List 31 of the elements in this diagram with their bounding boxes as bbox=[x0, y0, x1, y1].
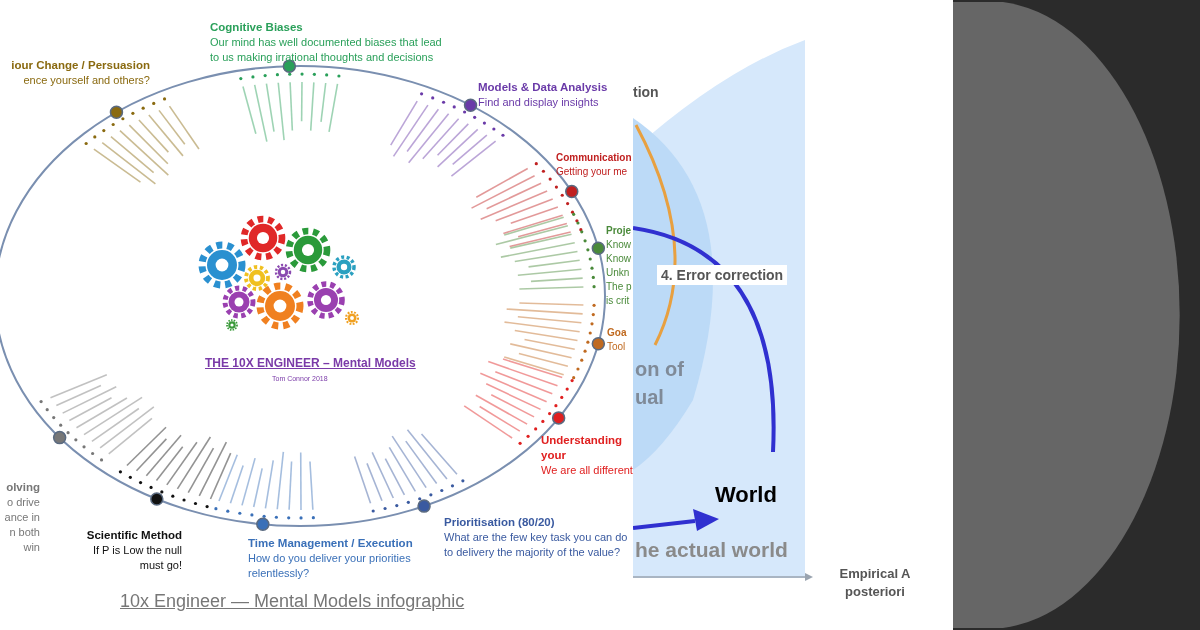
topic-heading: Models & Data Analysis bbox=[478, 80, 609, 95]
topic-description: ence yourself and others? bbox=[22, 73, 150, 88]
topic-description: How do you deliver your priorities relentlessly? bbox=[248, 551, 412, 581]
topic-description: Find and display insights bbox=[478, 95, 600, 110]
topic-description: o drive ance in n both win bbox=[3, 495, 40, 555]
topic-heading: Understanding your bbox=[541, 433, 624, 463]
topic-description: Know Know Unkn The p is crit bbox=[606, 238, 633, 308]
topic-heading: Communication bbox=[556, 151, 633, 165]
topic-heading: Cognitive Biases bbox=[210, 20, 304, 35]
text-label: 4. Error correction bbox=[657, 265, 788, 285]
topic-heading: Time Management / Execution bbox=[248, 536, 414, 551]
faded-text: ual bbox=[635, 386, 664, 409]
topic-heading: olving bbox=[5, 480, 40, 495]
region-label: World bbox=[715, 482, 777, 508]
heading-text: tion bbox=[633, 84, 659, 100]
topic-description: Tool bbox=[607, 340, 627, 354]
topic-heading: Goa bbox=[607, 326, 628, 340]
topic-description: If P is Low the null must go! bbox=[91, 543, 182, 573]
topic-description: What are the few key task you can do to delivery the majority of the value? bbox=[444, 530, 629, 560]
axis-label: Empirical A posteriori bbox=[838, 565, 912, 601]
infographic-title: THE 10X ENGINEER – Mental Models bbox=[205, 356, 416, 370]
topic-description: We are all different bbox=[541, 463, 633, 478]
topic-heading: Scientific Method bbox=[85, 528, 182, 543]
faded-text: he actual world bbox=[635, 538, 788, 562]
topic-description: Our mind has well documented biases that lead to us making irrational thoughts and decisions bbox=[210, 35, 443, 65]
faded-text: on of bbox=[635, 358, 684, 381]
topic-heading: Proje bbox=[606, 224, 632, 238]
topic-description: Getting your me bbox=[556, 165, 629, 179]
topic-heading: Prioritisation (80/20) bbox=[444, 515, 556, 530]
topic-heading: iour Change / Persuasion bbox=[10, 58, 150, 73]
caption: 10x Engineer — Mental Models infographic bbox=[120, 591, 465, 612]
